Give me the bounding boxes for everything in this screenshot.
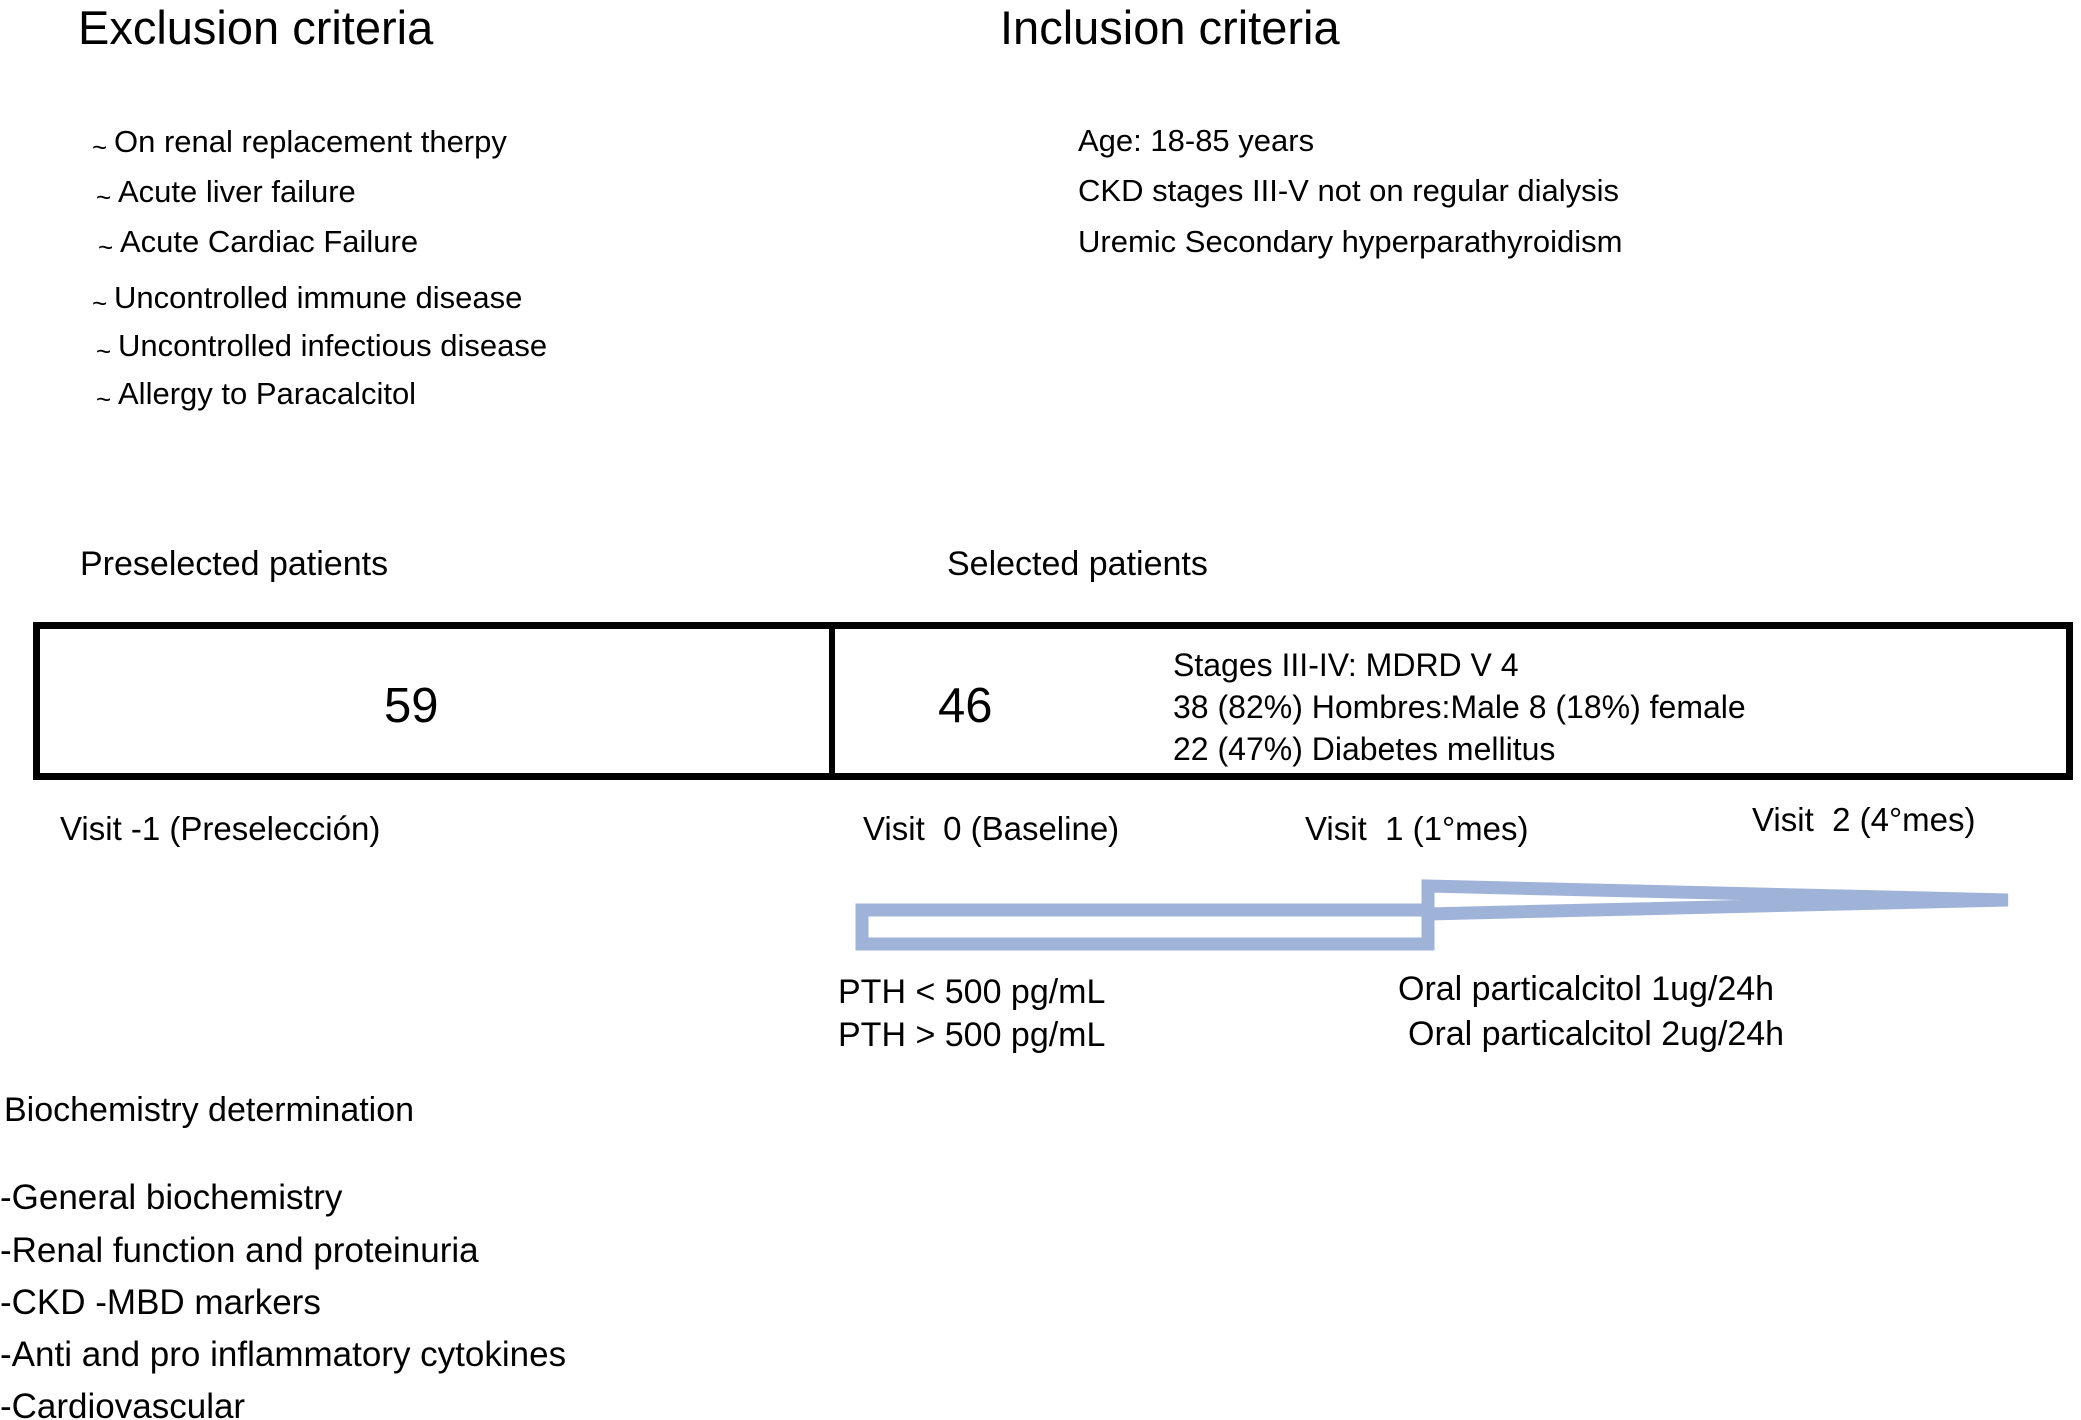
dose-line-1ug: Oral particalcitol 1ug/24h — [1398, 970, 1775, 1008]
exclusion-item-label: Uncontrolled immune disease — [114, 280, 523, 315]
exclusion-list-item: ~Uncontrolled immune disease — [92, 280, 523, 318]
visit-label-minus-1: Visit -1 (Preselección) — [60, 810, 381, 847]
exclusion-list-item: ~On renal replacement therpy — [92, 124, 507, 162]
inclusion-item-hyperparathyroidism: Uremic Secondary hyperparathyroidism — [1078, 224, 1623, 259]
exclusion-list-item: ~Acute Cardiac Failure — [98, 224, 419, 262]
preselected-count-value: 59 — [384, 679, 439, 733]
pth-threshold-high: PTH > 500 pg/mL — [838, 1016, 1106, 1054]
exclusion-list-item: ~Acute liver failure — [96, 174, 356, 212]
cohort-detail-diabetes: 22 (47%) Diabetes mellitus — [1173, 731, 1556, 767]
tilde-bullet-icon: ~ — [92, 132, 108, 162]
arrow-outline — [855, 879, 2009, 951]
exclusion-item-label: Allergy to Paracalcitol — [118, 376, 417, 411]
exclusion-item-label: Uncontrolled infectious disease — [118, 328, 548, 363]
tilde-bullet-icon: ~ — [98, 232, 114, 262]
pth-threshold-low: PTH < 500 pg/mL — [838, 973, 1106, 1011]
selected-count-value: 46 — [938, 679, 993, 733]
tilde-bullet-icon: ~ — [92, 288, 108, 318]
tilde-bullet-icon: ~ — [96, 384, 112, 414]
biochemistry-item: -Renal function and proteinuria — [0, 1231, 479, 1270]
cohort-detail-sex-distribution: 38 (82%) Hombres:Male 8 (18%) female — [1173, 689, 1746, 725]
visit-label-0: Visit 0 (Baseline) — [863, 810, 1120, 847]
visit-label-2: Visit 2 (4°mes) — [1752, 801, 1976, 838]
exclusion-list-item: ~Allergy to Paracalcitol — [96, 376, 417, 414]
tilde-bullet-icon: ~ — [96, 182, 112, 212]
exclusion-list-item: ~Uncontrolled infectious disease — [96, 328, 548, 366]
inclusion-criteria-title: Inclusion criteria — [1000, 1, 1340, 54]
biochemistry-item: -CKD -MBD markers — [0, 1283, 321, 1322]
box-column-divider — [829, 629, 835, 773]
tilde-bullet-icon: ~ — [96, 336, 112, 366]
timeline-arrow-icon — [855, 879, 2009, 951]
inclusion-item-age: Age: 18-85 years — [1078, 123, 1315, 158]
inclusion-item-ckd-stage: CKD stages III-V not on regular dialysis — [1078, 173, 1620, 208]
selected-patients-caption: Selected patients — [947, 545, 1208, 583]
biochemistry-item: -Cardiovascular — [0, 1387, 246, 1420]
exclusion-item-label: Acute liver failure — [118, 174, 356, 209]
visit-label-1: Visit 1 (1°mes) — [1305, 810, 1529, 847]
preselected-patients-caption: Preselected patients — [80, 545, 389, 583]
cohort-detail-stages: Stages III-IV: MDRD V 4 — [1173, 647, 1519, 683]
biochemistry-item: -General biochemistry — [0, 1178, 343, 1217]
dose-line-2ug: Oral particalcitol 2ug/24h — [1408, 1015, 1785, 1053]
biochemistry-item: -Anti and pro inflammatory cytokines — [0, 1335, 567, 1374]
exclusion-criteria-title: Exclusion criteria — [78, 1, 434, 54]
exclusion-item-label: Acute Cardiac Failure — [120, 224, 419, 259]
exclusion-item-label: On renal replacement therpy — [114, 124, 507, 159]
patient-count-box: 59 46 Stages III-IV: MDRD V 4 38 (82%) H… — [33, 622, 2073, 780]
biochemistry-heading: Biochemistry determination — [4, 1091, 415, 1129]
